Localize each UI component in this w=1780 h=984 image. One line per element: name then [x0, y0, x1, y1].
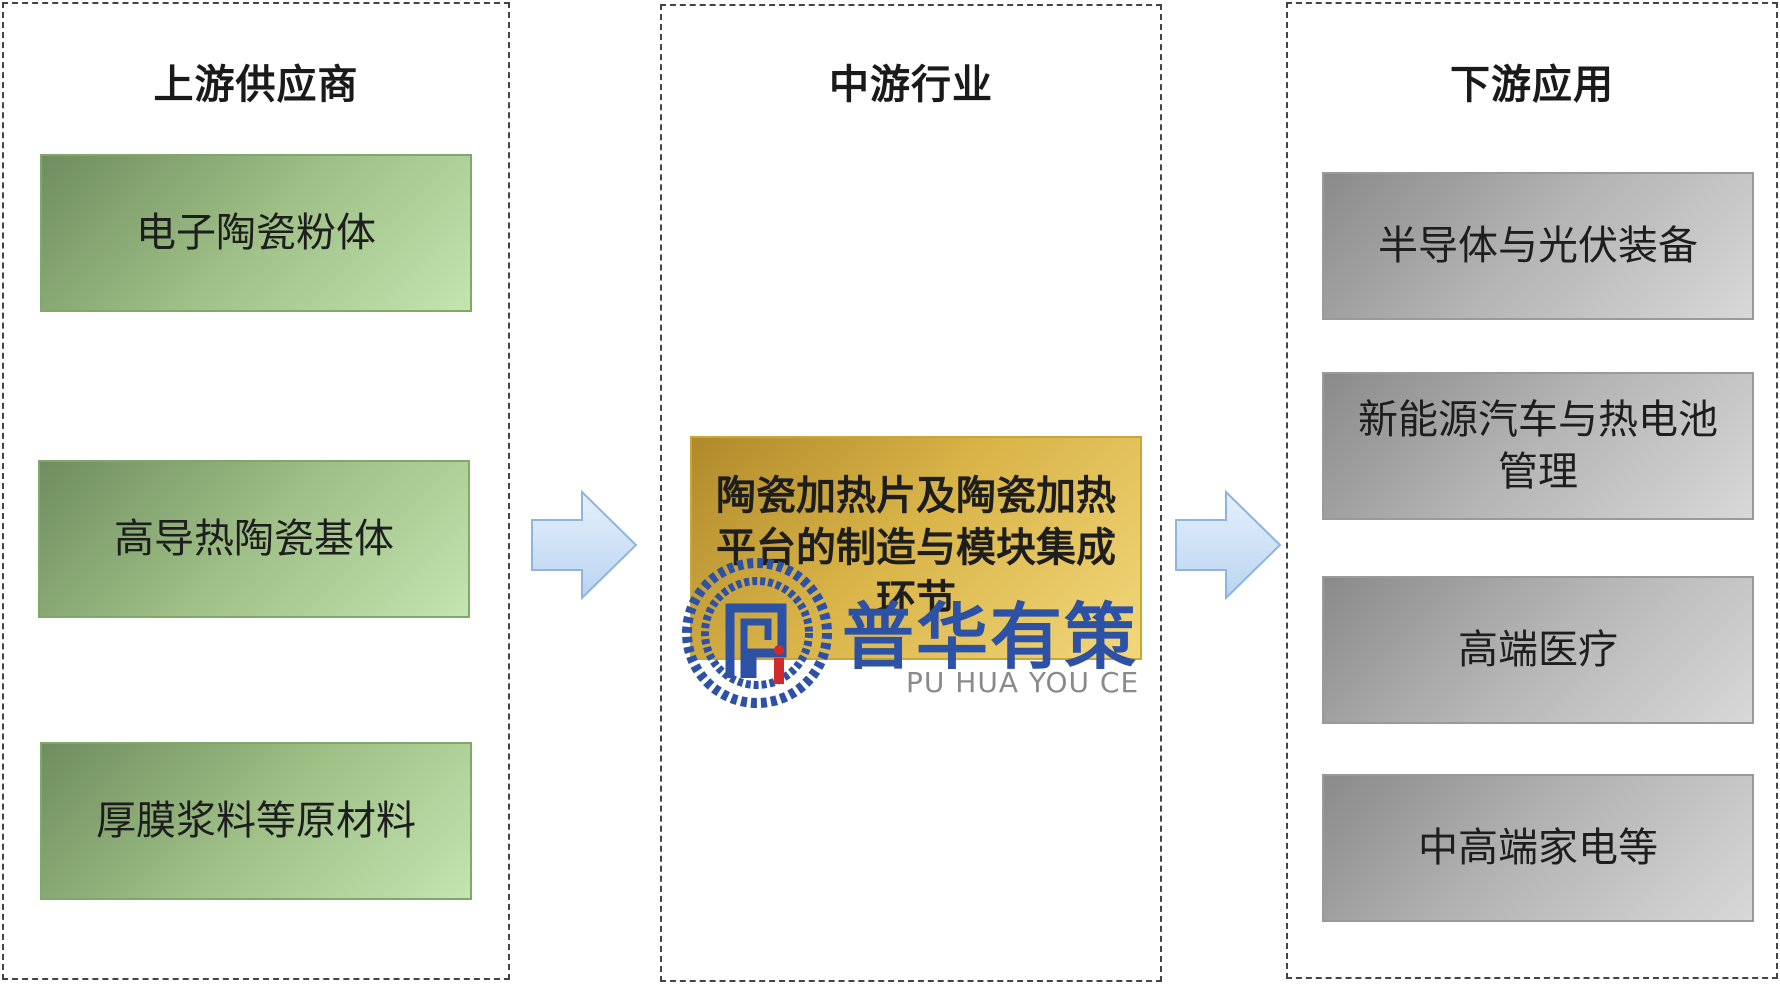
midstream-column: 中游行业 陶瓷加热片及陶瓷加热平台的制造与模块集成环节 [660, 4, 1162, 982]
upstream-column: 上游供应商 电子陶瓷粉体 高导热陶瓷基体 厚膜浆料等原材料 [2, 2, 510, 980]
right-arrow-icon [1175, 490, 1282, 600]
upstream-item-paste: 厚膜浆料等原材料 [40, 742, 472, 900]
upstream-item-powder: 电子陶瓷粉体 [40, 154, 472, 312]
downstream-item-ev: 新能源汽车与热电池管理 [1322, 372, 1754, 520]
upstream-item-substrate: 高导热陶瓷基体 [38, 460, 470, 618]
upstream-title: 上游供应商 [153, 62, 359, 108]
midstream-title: 中游行业 [829, 62, 993, 108]
downstream-item-medical: 高端医疗 [1322, 576, 1754, 724]
downstream-title: 下游应用 [1450, 62, 1614, 108]
downstream-column: 下游应用 半导体与光伏装备 新能源汽车与热电池管理 高端医疗 中高端家电等 [1286, 2, 1778, 979]
right-arrow-icon [531, 490, 638, 600]
downstream-item-semiconductor: 半导体与光伏装备 [1322, 172, 1754, 320]
downstream-item-appliance: 中高端家电等 [1322, 774, 1754, 922]
midstream-item: 陶瓷加热片及陶瓷加热平台的制造与模块集成环节 [690, 436, 1142, 660]
